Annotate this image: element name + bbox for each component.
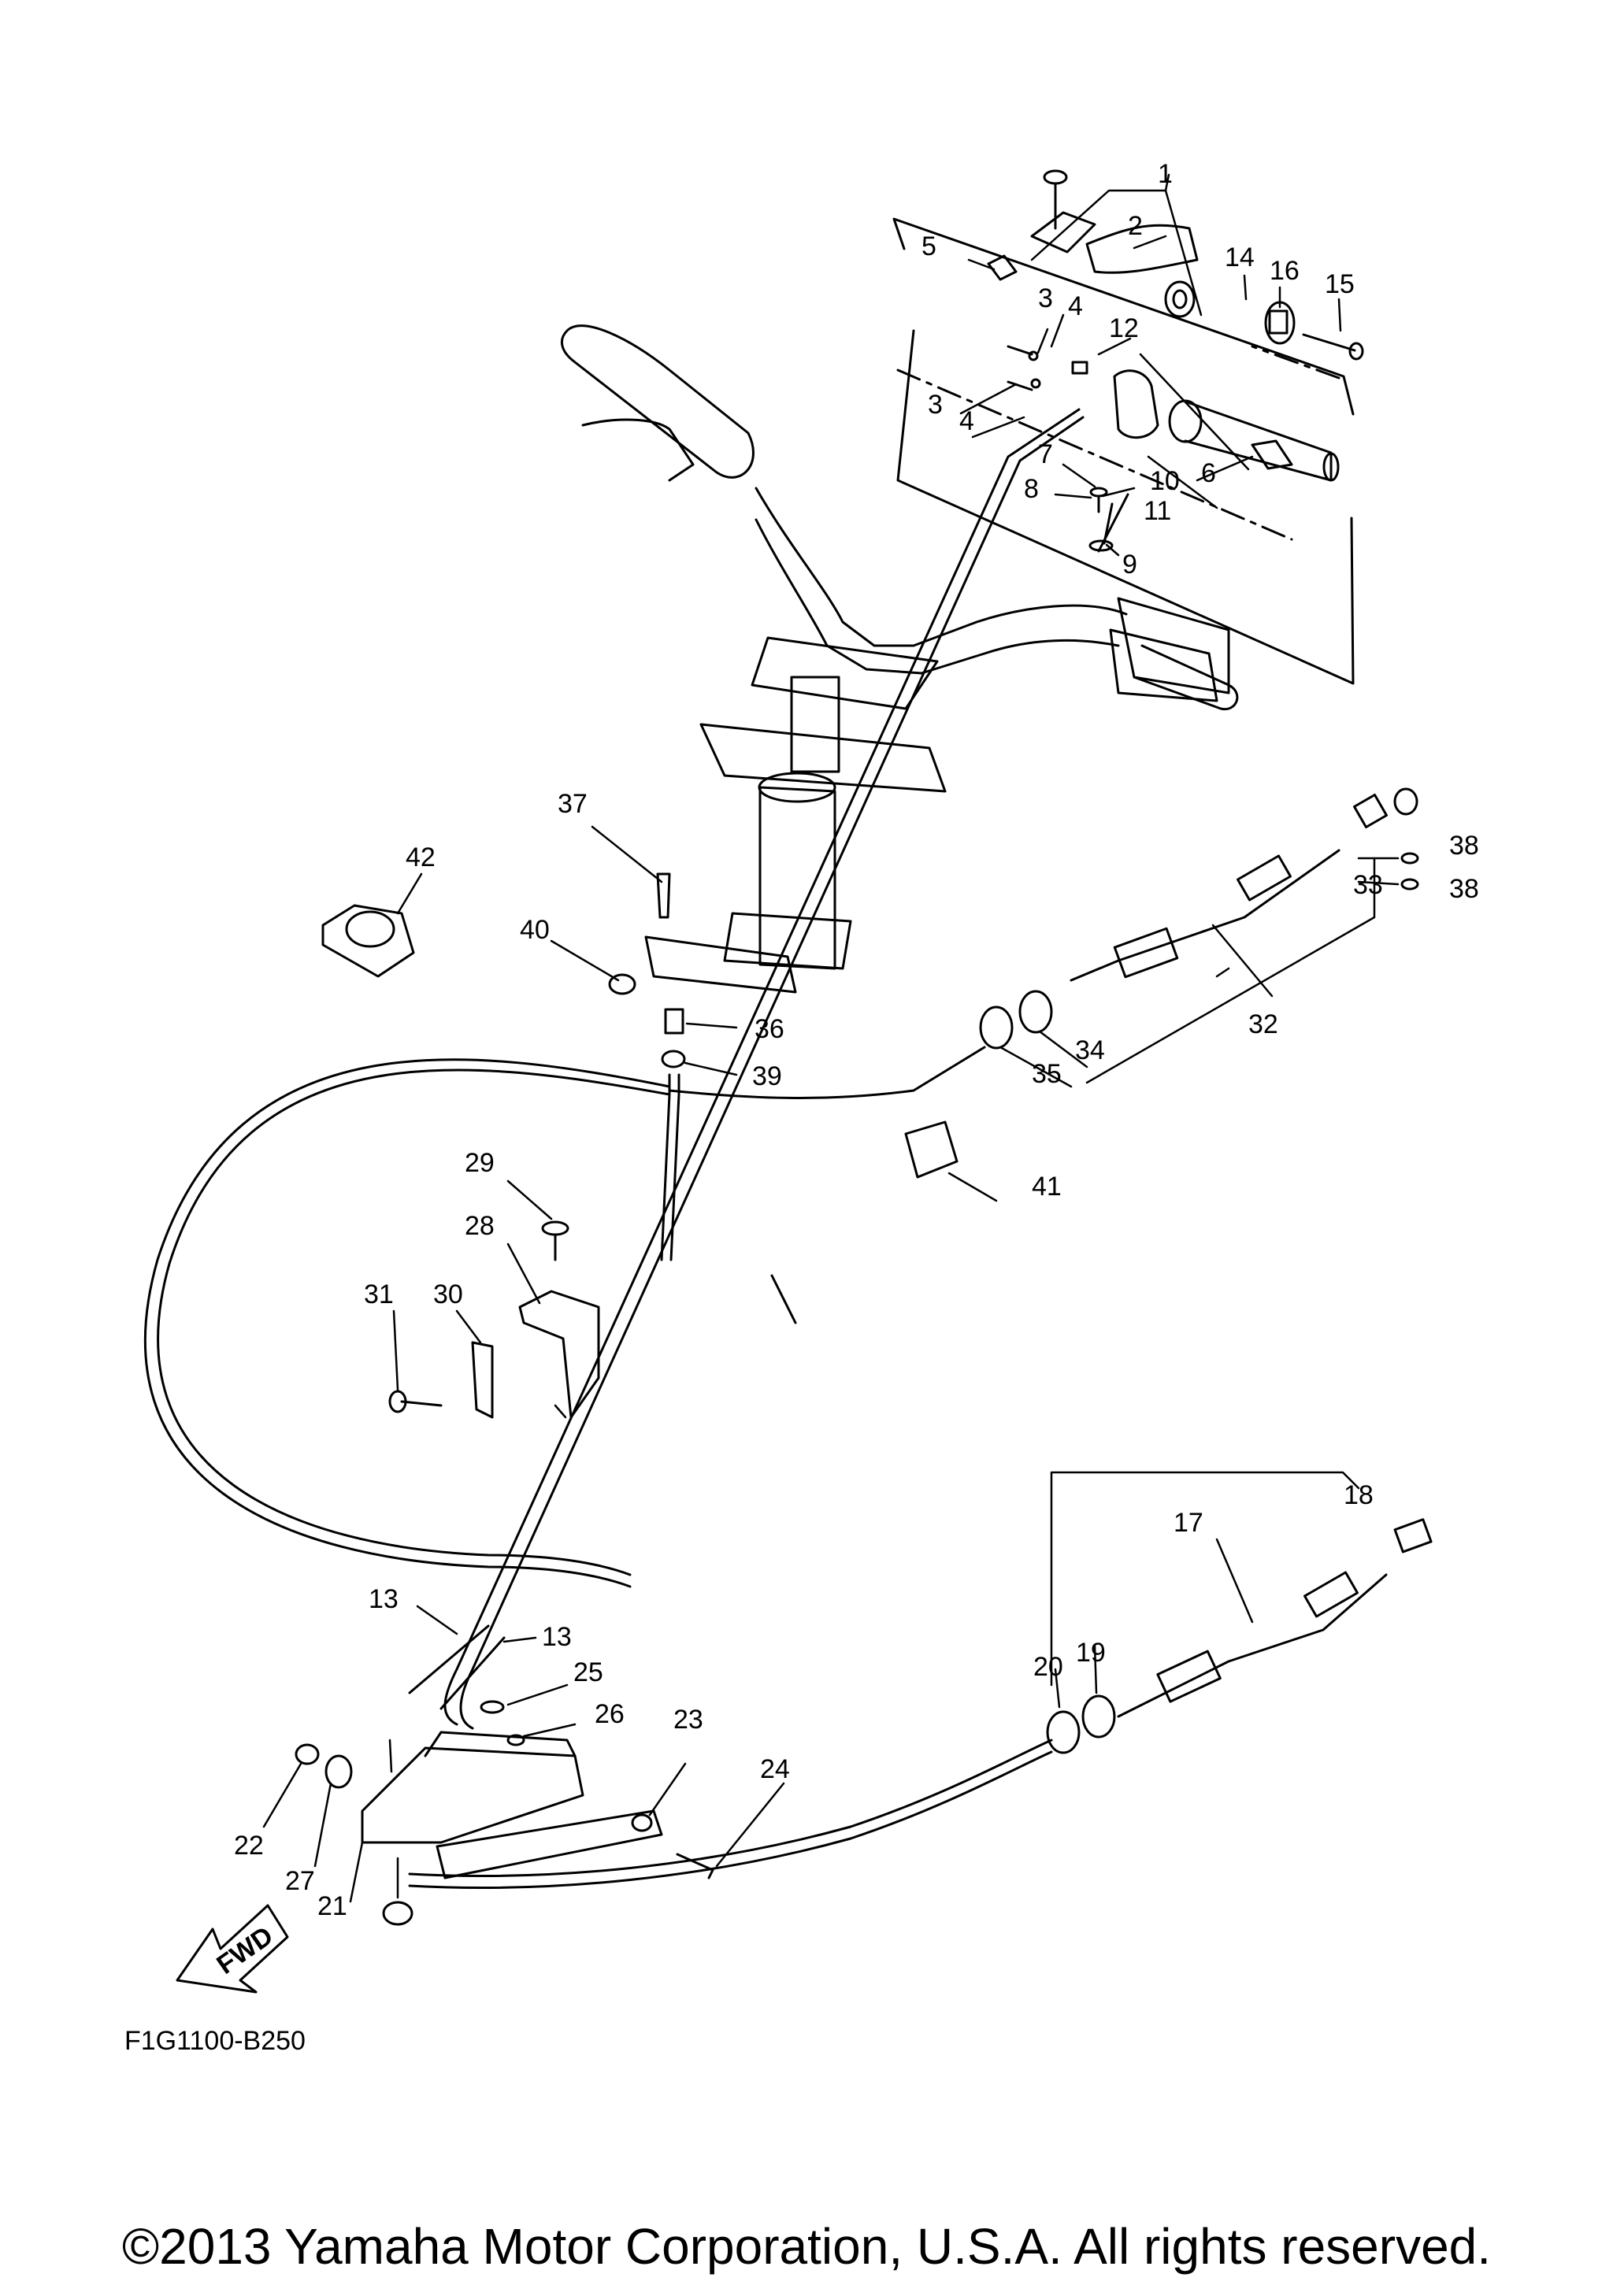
leader-lines [262, 173, 1400, 1903]
shift-cable-assembly [979, 787, 1419, 1050]
part-label: 8 [1024, 474, 1039, 504]
part-label: 38 [1449, 831, 1479, 861]
part-label: 31 [364, 1279, 394, 1309]
part-label: 36 [755, 1014, 784, 1044]
part-label: 14 [1225, 243, 1255, 272]
part-label: 1 [1158, 159, 1173, 189]
part-label: 29 [465, 1148, 495, 1178]
part-label: 7 [1038, 439, 1053, 469]
part-label: 13 [369, 1584, 399, 1614]
part-label: 22 [234, 1831, 264, 1861]
part-label: 37 [558, 789, 588, 819]
part-label: 24 [760, 1754, 790, 1784]
bracket-assembly [388, 1220, 600, 1419]
part-label: 5 [921, 231, 936, 261]
part-label: 40 [520, 915, 550, 945]
part-label: 18 [1344, 1480, 1374, 1510]
part-label: 25 [573, 1657, 603, 1687]
steering-column [644, 636, 947, 994]
part-label: 12 [1109, 313, 1139, 343]
part-label: 30 [433, 1279, 463, 1309]
part-label: 10 [1150, 466, 1180, 496]
throttle-assembly [1007, 301, 1364, 553]
part-label: 3 [928, 390, 943, 420]
fwd-label: FWD [211, 1920, 278, 1980]
part-label: 21 [317, 1891, 347, 1921]
fwd-arrow-icon [176, 1904, 289, 1994]
part-labels: 1 2 3 3 4 4 5 6 7 8 9 10 11 12 13 13 14 … [234, 159, 1479, 1921]
part-label: 13 [542, 1622, 572, 1652]
part-label: 6 [1201, 458, 1216, 488]
part-label: 42 [406, 842, 436, 872]
part-label: 11 [1144, 496, 1171, 526]
part-label: 41 [1032, 1172, 1062, 1202]
part-label: 4 [1068, 291, 1083, 321]
part-label: 38 [1449, 874, 1479, 904]
part-label: 34 [1075, 1035, 1105, 1065]
part-label: 3 [1038, 283, 1053, 313]
part-label: 23 [673, 1705, 703, 1735]
part-label: 32 [1248, 1009, 1278, 1039]
part-label: 2 [1128, 211, 1143, 241]
part-label: 17 [1174, 1508, 1203, 1538]
part-label: 33 [1353, 870, 1383, 900]
part-label: 28 [465, 1211, 495, 1241]
handlebar [560, 324, 1239, 711]
part-label: 39 [752, 1061, 782, 1091]
part-label: 19 [1076, 1638, 1106, 1668]
part-label: 9 [1122, 550, 1137, 580]
copyright-notice: ©2013 Yamaha Motor Corporation, U.S.A. A… [121, 2218, 1492, 2275]
part-label: 15 [1325, 269, 1355, 299]
right-grip-assembly [987, 169, 1199, 318]
cable-routing [143, 408, 1085, 1889]
part-label: 35 [1032, 1059, 1062, 1089]
part-label: 27 [285, 1866, 315, 1896]
part-label: 16 [1270, 256, 1300, 286]
part-label: 20 [1033, 1652, 1063, 1682]
throttle-cable-assembly [1046, 1518, 1433, 1754]
column-fasteners [321, 872, 959, 1179]
grip-group-outline [892, 217, 1355, 685]
part-label: 26 [595, 1699, 625, 1729]
part-label: 4 [959, 406, 974, 436]
figure-code: F1G1100-B250 [124, 2026, 306, 2056]
